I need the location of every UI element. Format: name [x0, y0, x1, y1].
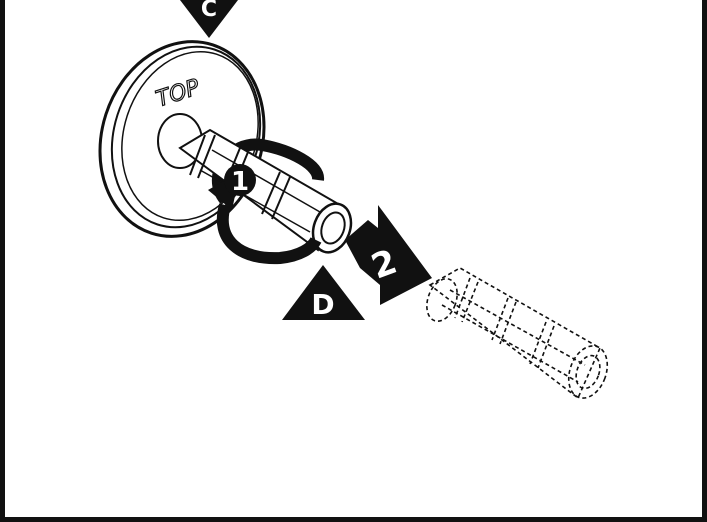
callout-d-marker: D [282, 265, 365, 321]
rotate-arrow-front: 1 [208, 164, 322, 265]
callout-d-label: D [311, 288, 334, 321]
step-1-label: 1 [231, 167, 249, 197]
filter-cartridge [178, 128, 353, 254]
callout-c-marker: C [180, 0, 238, 38]
rotate-arrow-back [211, 138, 324, 204]
pull-arrow: 2 [345, 205, 432, 305]
callout-c-label: C [201, 0, 217, 22]
removed-filter-dashed [426, 267, 609, 400]
